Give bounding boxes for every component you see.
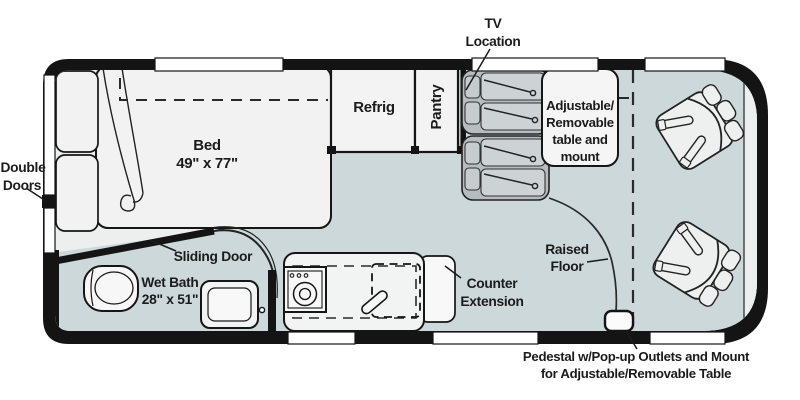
stove-knob-3 xyxy=(303,273,309,278)
bed-cushion-rear-top xyxy=(55,70,99,153)
sliding-door-wall xyxy=(55,227,215,266)
tv-location-label-1: TV xyxy=(484,16,502,31)
double-doors-label-2: Doors xyxy=(3,178,42,193)
raised-floor-pointer xyxy=(586,258,609,263)
pedestal-label-2: for Adjustable/Removable Table xyxy=(541,366,731,381)
toilet-tank-line xyxy=(90,269,94,307)
pantry-label: Pantry xyxy=(428,84,445,130)
table-mount-label-4: mount xyxy=(561,149,601,164)
window-bottom-cab xyxy=(649,331,726,345)
bed-label: Bed xyxy=(193,137,221,154)
double-doors-pointer xyxy=(25,187,47,202)
refrig-label: Refrig xyxy=(353,99,395,116)
bed-cushion-rear-bottom xyxy=(55,154,99,232)
table-mount-label-2: Removable xyxy=(546,115,614,130)
window-top-bed xyxy=(154,57,284,72)
bed-extension-dashed xyxy=(119,78,328,101)
raised-floor-arc xyxy=(548,197,618,312)
bench-seat-rear xyxy=(461,135,550,201)
pedestal-label-1: Pedestal w/Pop-up Outlets and Mount xyxy=(523,349,750,364)
pedestal-pointer xyxy=(625,330,638,350)
refrigerator xyxy=(329,70,417,154)
double-door-lower xyxy=(43,207,56,254)
pedestal-mount xyxy=(603,309,635,333)
sliding-door-swing-arc-inner xyxy=(213,226,278,299)
table-mount-label-1: Adjustable/ xyxy=(546,98,614,113)
bed-blanket-fold xyxy=(102,70,144,212)
sliding-door-label: Sliding Door xyxy=(174,249,253,264)
wet-bath-right-wall xyxy=(268,270,276,331)
table-mount-label-3: table and xyxy=(552,132,607,147)
stove-knob-2 xyxy=(296,273,302,278)
toilet-bowl xyxy=(94,271,134,305)
stove-inner-frame xyxy=(287,270,323,309)
stove-knob-1 xyxy=(289,273,295,278)
counter-extension-label-2: Extension xyxy=(460,294,523,309)
wet-bath-door-knob xyxy=(258,306,266,314)
sliding-door-pointer xyxy=(149,239,177,252)
window-top-dinette xyxy=(471,57,599,72)
window-top-cab xyxy=(644,57,726,72)
double-door-center-block xyxy=(42,195,56,208)
stove-burner-inner xyxy=(298,287,312,301)
counter-extension-label-1: Counter xyxy=(467,276,519,291)
wet-bath-label: Wet Bath xyxy=(141,275,198,290)
pantry-cabinet xyxy=(413,70,460,154)
bed-size-label: 49" x 77" xyxy=(176,155,238,172)
entry-door-opening xyxy=(287,331,356,345)
bench-seat-front xyxy=(461,70,550,135)
raised-floor-label-1: Raised xyxy=(545,242,588,257)
tv-pointer xyxy=(465,48,491,91)
cab-front-strip xyxy=(744,70,757,331)
wet-bath-size-label: 28" x 51" xyxy=(142,292,198,307)
double-doors-label-1: Double xyxy=(1,160,47,175)
double-door-upper xyxy=(43,74,56,196)
stove-burner-outer xyxy=(292,281,318,307)
window-bottom-galley xyxy=(432,331,539,345)
counter-extension-pointer xyxy=(444,265,462,279)
wet-bath-left-wall xyxy=(55,250,59,331)
sink xyxy=(371,263,421,318)
faucet xyxy=(361,290,388,315)
wall-stub-refrig-left xyxy=(327,146,336,154)
tv-location-label-2: Location xyxy=(465,34,520,49)
table-mount-callout-box xyxy=(541,70,619,167)
toilet xyxy=(83,265,139,312)
wall-stub-refrig-right xyxy=(411,146,419,154)
shower-pan-inner xyxy=(207,287,252,322)
raised-floor-label-2: Floor xyxy=(551,259,585,274)
